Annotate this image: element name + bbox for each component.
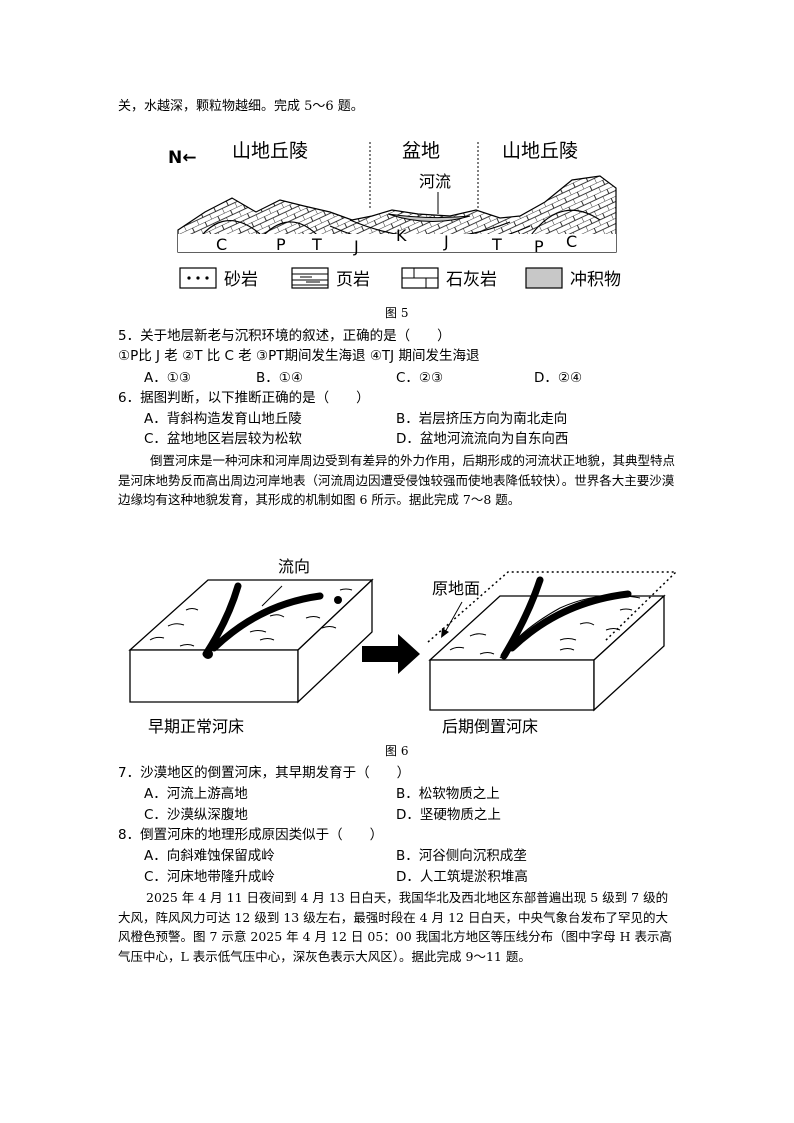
region-label-right: 山地丘陵 xyxy=(502,140,578,162)
early-riverbed-label: 早期正常河床 xyxy=(148,717,244,736)
q8-option-b[interactable]: B．河谷侧向沉积成垄 xyxy=(396,848,527,864)
transition-arrow xyxy=(362,634,420,674)
question-5-stem: 5．关于地层新老与沉积环境的叙述，正确的是（ ） xyxy=(118,328,451,344)
legend-alluvium: 冲积物 xyxy=(525,267,621,290)
early-riverbed-block xyxy=(128,578,374,704)
late-riverbed-label: 后期倒置河床 xyxy=(442,717,538,736)
q7-option-d[interactable]: D．坚硬物质之上 xyxy=(396,807,501,823)
question-8-stem: 8．倒置河床的地理形成原因类似于（ ） xyxy=(118,827,384,843)
original-ground-label: 原地面 xyxy=(432,579,480,598)
late-inverted-riverbed-block xyxy=(427,571,678,712)
stratum-label: P xyxy=(534,237,544,256)
stratum-label: J xyxy=(443,232,449,251)
stratum-label: C xyxy=(216,235,227,254)
legend-shale: 页岩 xyxy=(291,267,370,290)
svg-text:石灰岩: 石灰岩 xyxy=(446,270,497,290)
figure-5-cross-section: N← 山地丘陵 盆地 山地丘陵 河流 C P T J K J T P C 砂岩 … xyxy=(168,140,621,290)
legend-sandstone: 砂岩 xyxy=(179,267,258,290)
passage-inverted-river: 倒置河床是一种河床和河岸周边受到有差异的外力作用，后期形成的河流状正地貌，其典型… xyxy=(118,453,676,507)
flow-direction-label: 流向 xyxy=(278,557,310,576)
q5-option-c[interactable]: C．②③ xyxy=(396,370,444,386)
stratum-label: T xyxy=(491,235,502,254)
q5-option-a[interactable]: A．①③ xyxy=(144,370,191,386)
q7-option-a[interactable]: A．河流上游高地 xyxy=(144,786,248,802)
q7-option-b[interactable]: B．松软物质之上 xyxy=(396,786,500,802)
terrain-surface xyxy=(177,175,617,253)
figure-5-caption: 图 5 xyxy=(385,306,409,320)
svg-text:砂岩: 砂岩 xyxy=(224,270,258,290)
alluvium-deposit xyxy=(387,213,471,222)
region-label-left: 山地丘陵 xyxy=(232,140,308,162)
stratum-label: T xyxy=(311,235,322,254)
stratum-label: K xyxy=(396,226,407,245)
north-arrow-label: N← xyxy=(168,148,196,168)
q8-option-d[interactable]: D．人工筑堤淤积堆高 xyxy=(396,869,528,885)
figure-6-caption: 图 6 xyxy=(385,744,409,758)
q6-option-a[interactable]: A．背斜构造发育山地丘陵 xyxy=(144,411,302,427)
q6-option-c[interactable]: C．盆地地区岩层较为松软 xyxy=(144,431,302,447)
q6-option-b[interactable]: B．岩层挤压方向为南北走向 xyxy=(396,411,568,427)
intro-tail: 关，水越深，颗粒物越细。完成 5～6 题。 xyxy=(118,99,364,114)
question-6-stem: 6．据图判断，以下推断正确的是（ ） xyxy=(118,390,370,406)
svg-text:冲积物: 冲积物 xyxy=(570,270,621,290)
q5-option-d[interactable]: D．②④ xyxy=(534,370,583,386)
figure-6-inverted-river-diagram: 流向 原地面 早期正常河床 后期倒置河床 xyxy=(128,557,678,736)
region-label-center: 盆地 xyxy=(402,140,440,162)
q7-option-c[interactable]: C．沙漠纵深腹地 xyxy=(144,807,248,823)
q8-option-c[interactable]: C．河床地带隆升成岭 xyxy=(144,869,275,885)
svg-text:页岩: 页岩 xyxy=(336,270,370,290)
question-7-stem: 7．沙漠地区的倒置河床，其早期发育于（ ） xyxy=(118,765,411,781)
stratum-label: J xyxy=(353,237,359,256)
q8-option-a[interactable]: A．向斜难蚀保留成岭 xyxy=(144,848,275,864)
q6-option-d[interactable]: D．盆地河流流向为自东向西 xyxy=(396,431,569,447)
river-label: 河流 xyxy=(419,172,451,191)
stratum-label: C xyxy=(566,232,577,251)
passage-gale-event: 2025 年 4 月 11 日夜间到 4 月 13 日白天，我国华北及西北地区东… xyxy=(118,890,673,964)
legend-limestone: 石灰岩 xyxy=(401,267,497,290)
stratum-label: P xyxy=(276,235,286,254)
q5-option-b[interactable]: B．①④ xyxy=(256,370,303,386)
question-5-statements: ①P比 J 老 ②T 比 C 老 ③PT期间发生海退 ④TJ 期间发生海退 xyxy=(118,348,480,364)
